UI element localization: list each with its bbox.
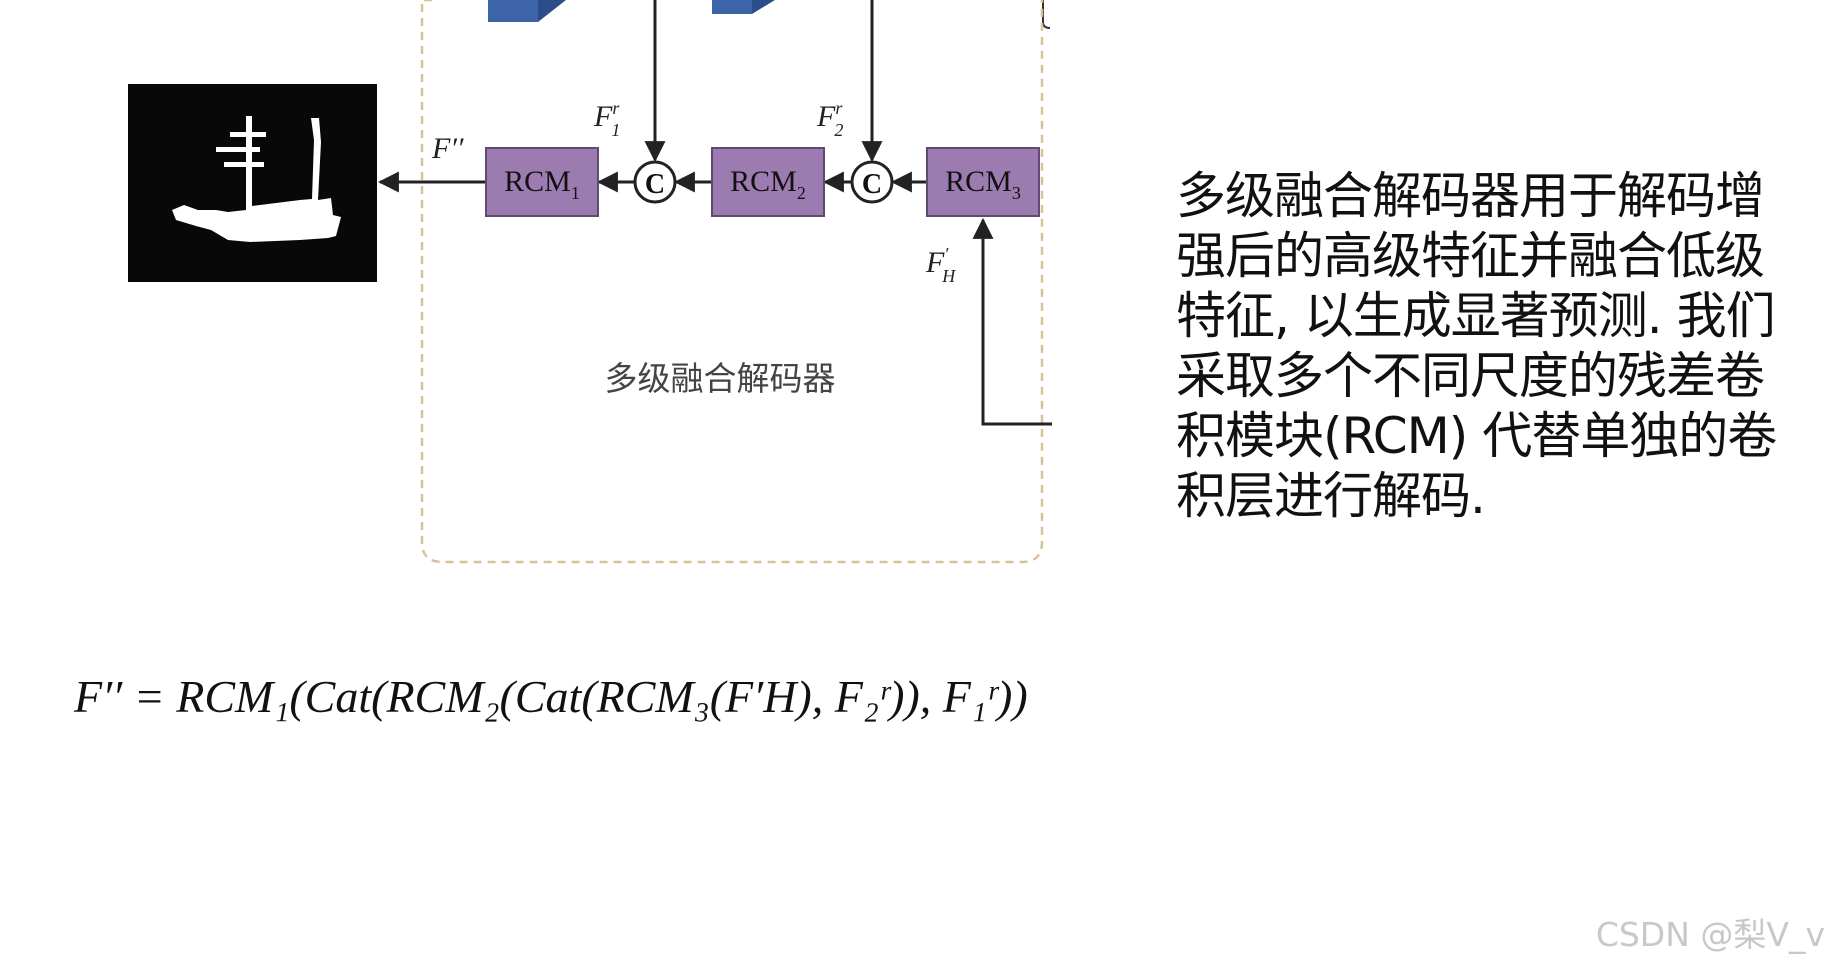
description-line: 积层进行解码.	[1176, 466, 1796, 526]
rcm1-block: RCM1	[486, 148, 598, 216]
encoder-box-edge	[1043, 0, 1050, 28]
svg-text:RCM1: RCM1	[504, 165, 580, 203]
rcm3-block: RCM3	[927, 148, 1039, 216]
decoder-label: 多级融合解码器	[605, 359, 836, 398]
description-paragraph: 多级融合解码器用于解码增 强后的高级特征并融合低级 特征, 以生成显著预测. 我…	[1176, 166, 1796, 526]
description-line: 采取多个不同尺度的残差卷	[1176, 346, 1796, 406]
svg-text:C: C	[862, 169, 882, 200]
watermark: CSDN @梨V_v	[1596, 908, 1825, 956]
encoder-block-1	[488, 0, 566, 22]
concat-node-1: C	[635, 162, 675, 202]
description-line: 积模块(RCM) 代替单独的卷	[1176, 406, 1796, 466]
formula: F′′ = RCM₁(Cat(RCM₂(Cat(RCM₃(F′H), F₂ʳ))…	[73, 671, 1028, 722]
svg-text:RCM2: RCM2	[730, 165, 806, 203]
saliency-map-image	[128, 84, 377, 282]
label-fh: F′H	[925, 244, 956, 286]
encoder-block-2	[712, 0, 775, 14]
svg-text:RCM3: RCM3	[945, 165, 1021, 203]
description-line: 强后的高级特征并融合低级	[1176, 226, 1796, 286]
concat-node-2: C	[852, 162, 892, 202]
rcm2-block: RCM2	[712, 148, 824, 216]
description-line: 特征, 以生成显著预测. 我们	[1176, 286, 1796, 346]
description-line: 多级融合解码器用于解码增	[1176, 166, 1796, 226]
label-f-out: F′′	[431, 132, 464, 165]
svg-text:C: C	[645, 169, 665, 200]
